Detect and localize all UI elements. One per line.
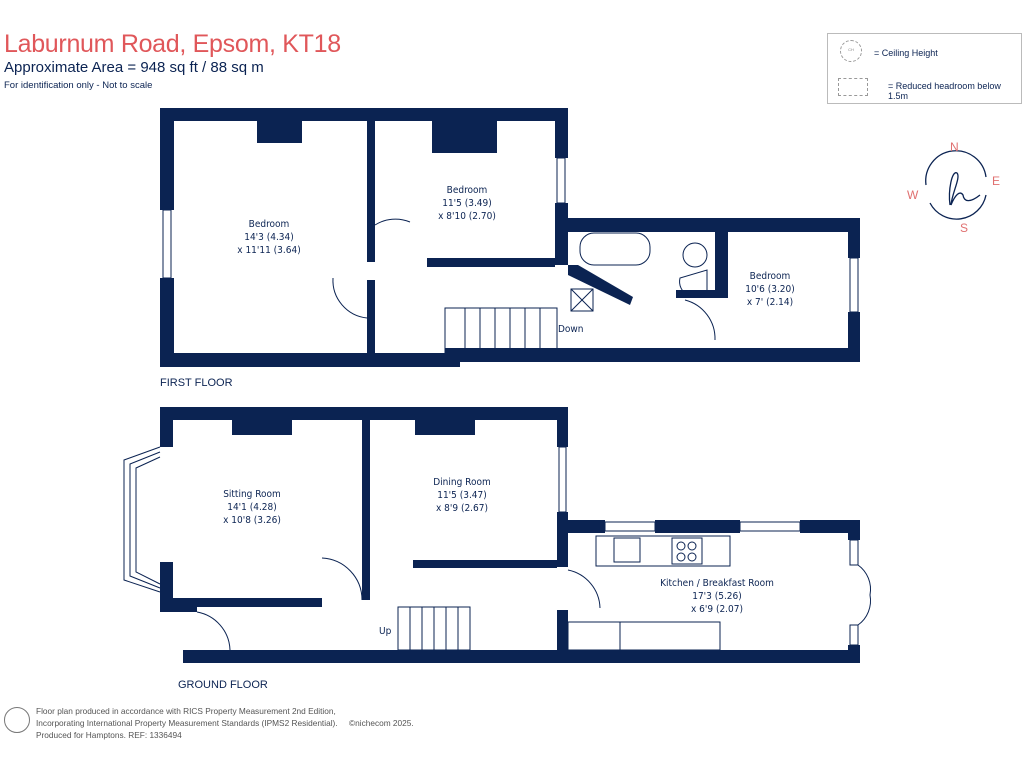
ground-floor-walls bbox=[160, 407, 860, 663]
first-floor-walls bbox=[160, 108, 860, 367]
compass-e: E bbox=[992, 174, 1000, 188]
room-name: Bedroom bbox=[447, 185, 488, 196]
legend: CH = Ceiling Height = Reduced headroom b… bbox=[827, 33, 1022, 104]
footer-line: Produced for Hamptons. REF: 1336494 bbox=[36, 730, 182, 740]
compass: N E S W bbox=[907, 140, 1000, 235]
room-dimension: 11'5 (3.49) bbox=[442, 198, 492, 209]
ground-floor-label: GROUND FLOOR bbox=[178, 679, 268, 691]
disclaimer-note: For identification only - Not to scale bbox=[4, 80, 153, 91]
room-name: Dining Room bbox=[433, 477, 490, 488]
room-dimension: 14'1 (4.28) bbox=[227, 502, 277, 513]
footer-line: Incorporating International Property Mea… bbox=[36, 718, 338, 728]
room-dimension: x 8'10 (2.70) bbox=[438, 211, 496, 222]
compass-w: W bbox=[907, 188, 919, 202]
footer-line: Floor plan produced in accordance with R… bbox=[36, 706, 336, 716]
room-name: Kitchen / Breakfast Room bbox=[660, 578, 774, 589]
room-dimension: x 11'11 (3.64) bbox=[237, 245, 300, 256]
room-dimension: x 10'8 (3.26) bbox=[223, 515, 281, 526]
room-name: Bedroom bbox=[750, 271, 791, 282]
stairs-label: Down bbox=[558, 324, 584, 335]
reduced-headroom-label: = Reduced headroom below 1.5m bbox=[888, 81, 1001, 101]
footer: Floor plan produced in accordance with R… bbox=[36, 705, 414, 741]
room-dimension: x 7' (2.14) bbox=[747, 297, 793, 308]
first-floor-label: FIRST FLOOR bbox=[160, 377, 233, 389]
ceiling-height-label: = Ceiling Height bbox=[874, 48, 938, 58]
room-dimension: 17'3 (5.26) bbox=[692, 591, 742, 602]
logo-h-icon bbox=[948, 172, 981, 206]
compass-n: N bbox=[950, 140, 959, 154]
reduced-headroom-icon bbox=[838, 78, 868, 96]
room-dimension: 14'3 (4.34) bbox=[244, 232, 294, 243]
room-dimension: x 6'9 (2.07) bbox=[691, 604, 743, 615]
property-title: Laburnum Road, Epsom, KT18 bbox=[4, 30, 341, 58]
room-dimension: x 8'9 (2.67) bbox=[436, 503, 488, 514]
room-dimension: 11'5 (3.47) bbox=[437, 490, 487, 501]
stairs-label: Up bbox=[379, 626, 392, 637]
person-icon bbox=[4, 707, 30, 733]
room-name: Sitting Room bbox=[223, 489, 281, 500]
compass-s: S bbox=[960, 221, 968, 235]
approximate-area: Approximate Area = 948 sq ft / 88 sq m bbox=[4, 59, 264, 76]
copyright: ©nichecom 2025. bbox=[349, 718, 414, 728]
ceiling-height-icon: CH bbox=[840, 40, 862, 62]
room-name: Bedroom bbox=[249, 219, 290, 230]
room-dimension: 10'6 (3.20) bbox=[745, 284, 795, 295]
